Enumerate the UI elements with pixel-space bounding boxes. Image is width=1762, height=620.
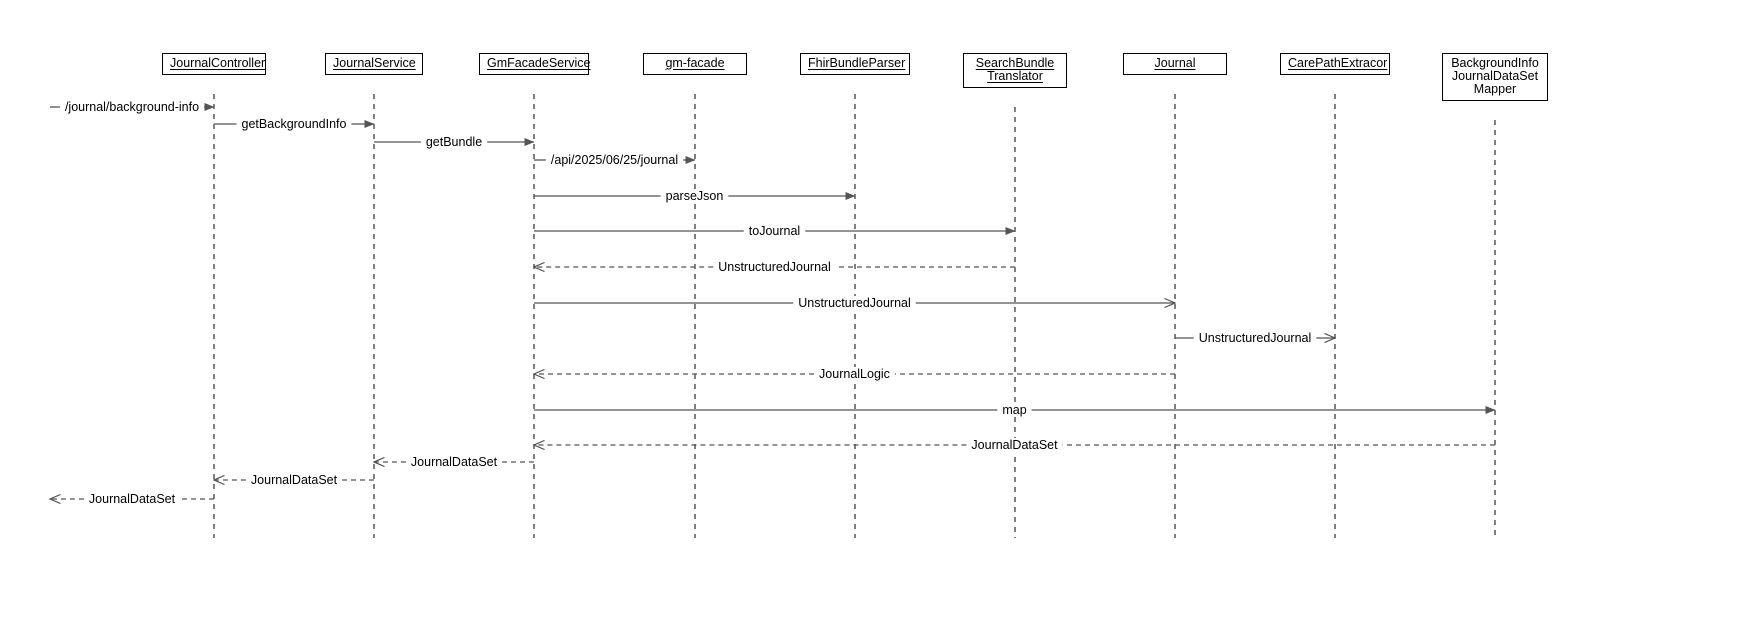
message-label-m9: UnstructuredJournal xyxy=(1194,331,1316,345)
participant-label-line: JournalDataSet xyxy=(1451,69,1539,83)
participant-box-journal-service: JournalService xyxy=(325,53,423,75)
message-label-m1: /journal/background-info xyxy=(60,100,204,114)
participant-label-line: Translator xyxy=(987,69,1043,83)
participant-label-line: Journal xyxy=(1154,56,1196,70)
message-label-m4: /api/2025/06/25/journal xyxy=(546,153,683,167)
participant-box-journal: Journal xyxy=(1123,53,1227,75)
message-label-m15: JournalDataSet xyxy=(84,492,180,506)
participant-label-line: gm-facade xyxy=(665,56,725,70)
message-label-m5: parseJson xyxy=(661,189,728,203)
participant-box-fhir-bundle-parser: FhirBundleParser xyxy=(800,53,910,75)
participant-label-line: Mapper xyxy=(1473,82,1517,96)
message-label-m12: JournalDataSet xyxy=(967,438,1062,452)
message-label-m3: getBundle xyxy=(421,135,487,149)
lifeline-dashes-group xyxy=(213,94,1496,538)
participant-box-gm-facade: gm-facade xyxy=(643,53,747,75)
participant-label-line: JournalService xyxy=(333,56,416,70)
participant-label-line: FhirBundleParser xyxy=(808,56,906,70)
participant-label-line: JournalController xyxy=(170,56,266,70)
message-label-m14: JournalDataSet xyxy=(246,473,342,487)
message-arrows-group xyxy=(50,103,1496,499)
message-label-m11: map xyxy=(998,403,1031,417)
message-label-m8: UnstructuredJournal xyxy=(794,296,915,310)
participant-box-care-path-extracor: CarePathExtracor xyxy=(1280,53,1390,75)
participant-label-line: GmFacadeService xyxy=(487,56,591,70)
participant-box-journal-controller: JournalController xyxy=(162,53,266,75)
message-label-m7: UnstructuredJournal xyxy=(714,260,835,274)
participant-label-line: SearchBundle xyxy=(975,56,1055,70)
message-label-m6: toJournal xyxy=(744,224,805,238)
message-label-m10: JournalLogic xyxy=(815,367,894,381)
participant-label-line: CarePathExtracor xyxy=(1288,56,1388,70)
message-label-m2: getBackgroundInfo xyxy=(237,117,351,131)
participant-box-gm-facade-service: GmFacadeService xyxy=(479,53,591,75)
participant-label-line: BackgroundInfo xyxy=(1451,56,1539,70)
message-label-m13: JournalDataSet xyxy=(406,455,502,469)
